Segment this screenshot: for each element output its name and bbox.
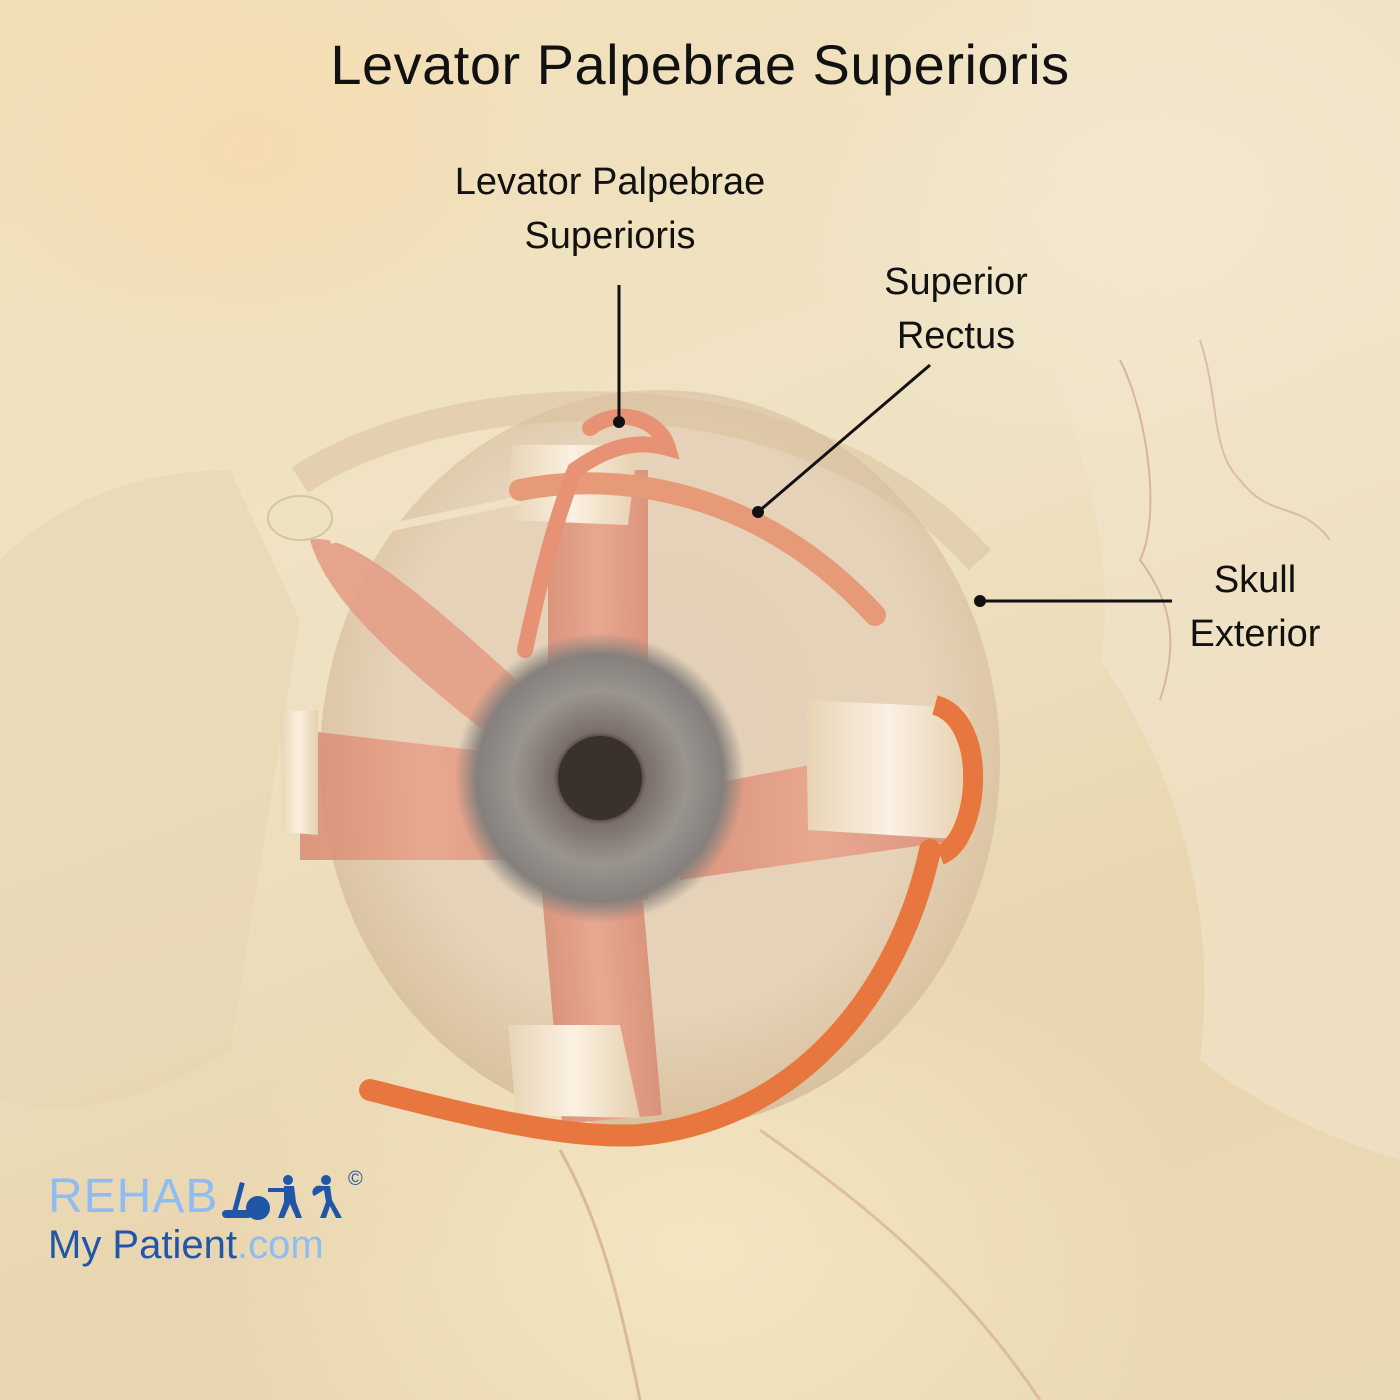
logo-rehab-text: REHAB [48, 1170, 219, 1223]
label-superior-rectus-line2: Rectus [896, 315, 1016, 357]
label-skull-line2: Exterior [1189, 613, 1321, 655]
superior-rectus-leader-line [757, 363, 931, 514]
lateral-tendon [806, 700, 972, 840]
trochlea [267, 495, 333, 541]
label-skull-line1: Skull [1213, 559, 1297, 601]
superior-rectus-leader-dot [752, 506, 764, 518]
copyright-symbol: © [348, 1168, 363, 1190]
logo-my-patient-text: My Patient [48, 1223, 237, 1267]
levator-leader-dot [613, 416, 625, 428]
label-skull-exterior: Skull Exterior [1170, 553, 1340, 661]
levator-palpebrae-muscle [517, 408, 680, 658]
inferior-oblique [359, 839, 941, 1147]
label-levator-palpebrae-superioris: Levator Palpebrae Superioris [420, 155, 800, 263]
exercise-figures-icon [222, 1175, 343, 1220]
rehab-my-patient-logo: REHAB My Patient.com © [48, 1168, 363, 1268]
label-superior-rectus: Superior Rectus [856, 255, 1056, 363]
label-levator-line1: Levator Palpebrae [454, 161, 766, 203]
lateral-ring [931, 695, 984, 865]
inferior-tendon [508, 1025, 640, 1118]
label-levator-line2: Superioris [524, 215, 696, 257]
medial-tendon [280, 710, 318, 835]
logo-dot-com-text: .com [236, 1223, 324, 1267]
skull-leader-dot [974, 595, 986, 607]
label-superior-rectus-line1: Superior [884, 261, 1028, 303]
pupil [558, 736, 642, 820]
page-title: Levator Palpebrae Superioris [330, 33, 1070, 96]
